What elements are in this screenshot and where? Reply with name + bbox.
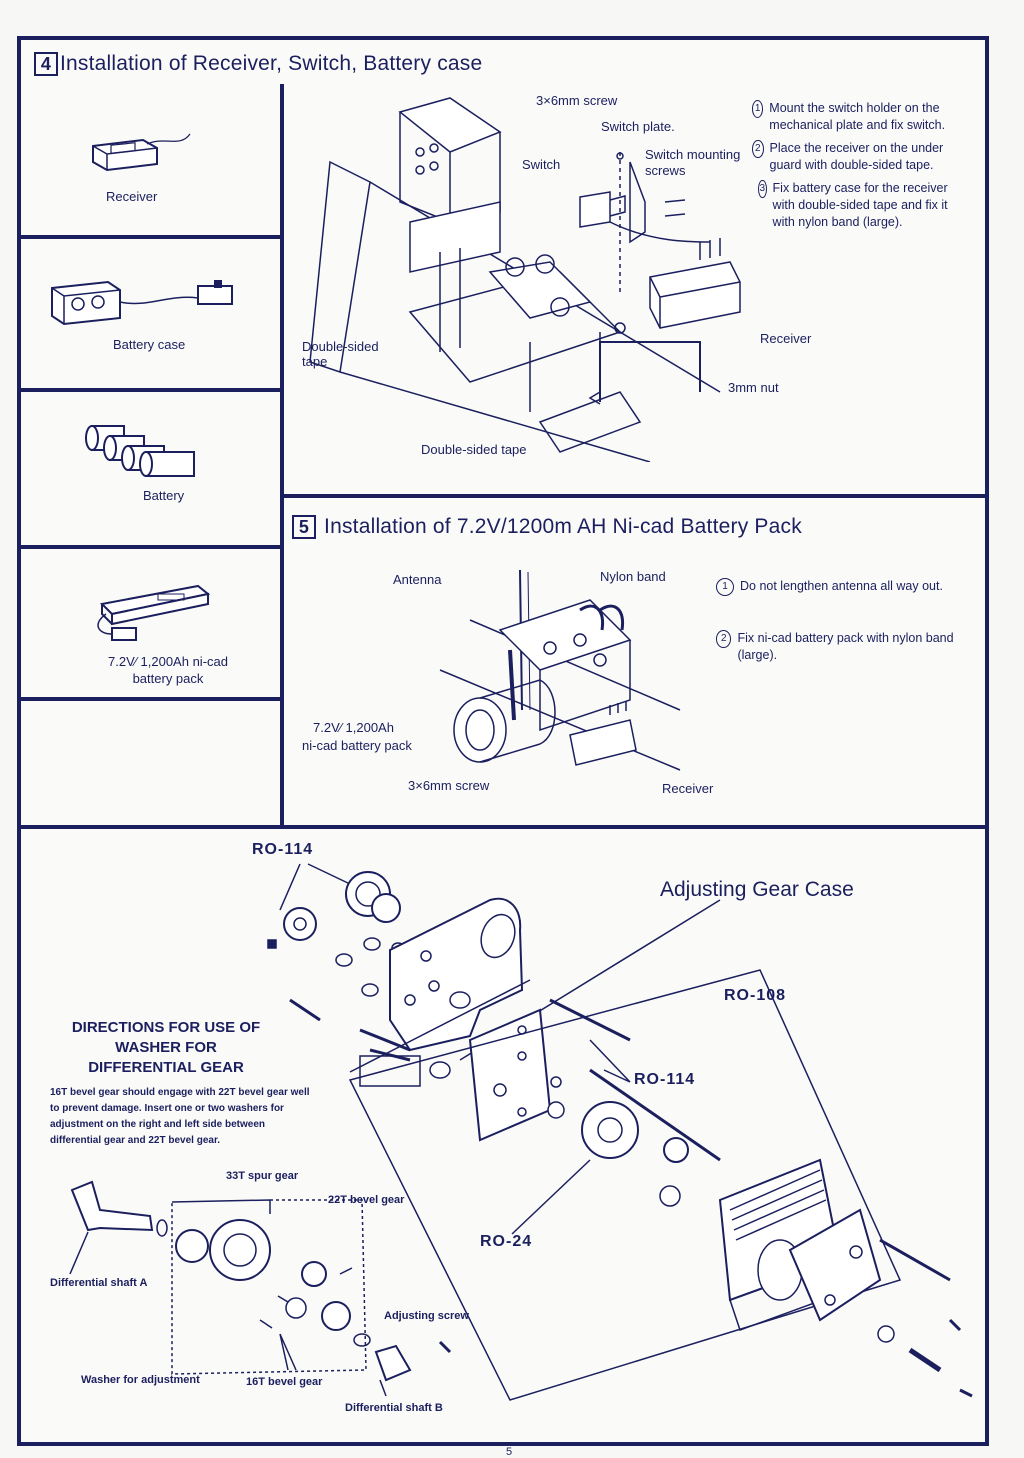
callout-pack-line1: 7.2V∕ 1,200Ah (313, 720, 394, 735)
note-item: 2 Place the receiver on the under guard w… (752, 140, 972, 174)
divider (282, 494, 985, 498)
differential-gear-diagram (69, 1180, 452, 1397)
note-number: 1 (716, 578, 734, 596)
callout-double-sided-tape-2: Double-sided tape (421, 442, 527, 457)
note-text: Fix battery case for the receiver with d… (772, 181, 948, 229)
callout-nut: 3mm nut (728, 380, 779, 395)
label-differential-shaft-a: Differential shaft A (50, 1277, 148, 1289)
note-text: Do not lengthen antenna all way out. (740, 579, 943, 593)
directions-title: DIRECTIONS FOR USE OF WASHER FOR DIFFERE… (46, 1018, 286, 1078)
part-code-ro114-top: RO-114 (252, 841, 314, 858)
gear-case-exploded-diagram (267, 863, 973, 1401)
note-number: 2 (716, 630, 732, 648)
battery-case-label: Battery case (113, 337, 186, 352)
label-washer-for-adjustment: Washer for adjustment (81, 1374, 200, 1386)
divider (21, 697, 281, 701)
callout-receiver-5: Receiver (662, 781, 714, 796)
note-item: 2 Fix ni-cad battery pack with nylon band… (716, 630, 956, 664)
gearcase-title: Adjusting Gear Case (660, 878, 854, 901)
callout-screw: 3×6mm screw (536, 93, 618, 108)
callout-double-sided-tape-1: Double-sided tape (302, 339, 392, 369)
label-differential-shaft-b: Differential shaft B (345, 1402, 443, 1414)
note-number: 1 (752, 100, 764, 118)
directions-body: 16T bevel gear should engage with 22T be… (50, 1087, 310, 1146)
note-number: 2 (752, 140, 764, 158)
directions-title-line2: WASHER FOR (115, 1039, 217, 1056)
callout-switch-mounting: Switch mounting screws (645, 147, 755, 179)
receiver-label: Receiver (106, 189, 158, 204)
receiver-illustration (92, 133, 191, 172)
section5-title: 5 Installation of 7.2V/1200m AH Ni-cad B… (292, 515, 802, 540)
section5-title-text: Installation of 7.2V/1200m AH Ni-cad Bat… (324, 515, 802, 538)
page-number: 5 (506, 1446, 513, 1458)
note-text: Mount the switch holder on the mechanica… (769, 101, 946, 132)
callout-double-sided-tape-1-text: Double-sided tape (302, 339, 379, 369)
divider (21, 388, 281, 392)
callout-screw-5: 3×6mm screw (408, 778, 490, 793)
section4-notes: 1 Mount the switch holder on the mechanic… (752, 100, 972, 231)
note-item: 3 Fix battery case for the receiver with … (752, 180, 972, 231)
note-text: Place the receiver on the under guard wi… (769, 141, 944, 172)
battery-pack-installation-diagram (439, 569, 681, 771)
note-item: 1 Mount the switch holder on the mechanic… (752, 100, 972, 134)
label-22t-bevel-gear: 22T bevel gear (328, 1194, 405, 1206)
battery-label: Battery (143, 488, 185, 503)
battery-case-illustration (51, 280, 233, 326)
directions-title-line3: DIFFERENTIAL GEAR (88, 1059, 244, 1076)
battery-pack-label-text: 7.2V∕ 1,200Ah ni-cad battery pack (108, 654, 228, 686)
section4-title-text: Installation of Receiver, Switch, Batter… (60, 52, 483, 75)
callout-receiver: Receiver (760, 331, 812, 346)
part-code-ro114-mid: RO-114 (634, 1071, 696, 1088)
divider (21, 545, 281, 549)
directions-title-line1: DIRECTIONS FOR USE OF (71, 1019, 261, 1036)
callout-pack-line2: ni-cad battery pack (302, 738, 412, 753)
battery-pack-label: 7.2V∕ 1,200Ah ni-cad battery pack (98, 653, 238, 687)
battery-illustration (85, 425, 195, 477)
label-33t-spur-gear: 33T spur gear (226, 1170, 299, 1182)
divider (21, 235, 281, 239)
divider (21, 825, 987, 829)
section4-number: 4 (34, 52, 58, 77)
section5-number: 5 (292, 515, 316, 540)
note-text: Fix ni-cad battery pack with nylon band … (737, 631, 954, 662)
callout-switch: Switch (522, 157, 561, 172)
callout-switch-plate: Switch plate. (601, 119, 675, 134)
receiver-installation-diagram (309, 97, 741, 462)
note-item: 1 Do not lengthen antenna all way out. (716, 578, 956, 596)
callout-switch-mounting-text: Switch mounting screws (645, 147, 741, 178)
divider (280, 84, 284, 827)
note-number: 3 (758, 180, 767, 198)
callout-antenna: Antenna (393, 572, 442, 587)
part-code-ro24: RO-24 (480, 1233, 533, 1250)
callout-nylon-band: Nylon band (600, 569, 666, 584)
battery-pack-illustration (97, 584, 211, 641)
label-16t-bevel-gear: 16T bevel gear (246, 1376, 323, 1388)
label-adjusting-screw: Adjusting screw (384, 1310, 469, 1322)
